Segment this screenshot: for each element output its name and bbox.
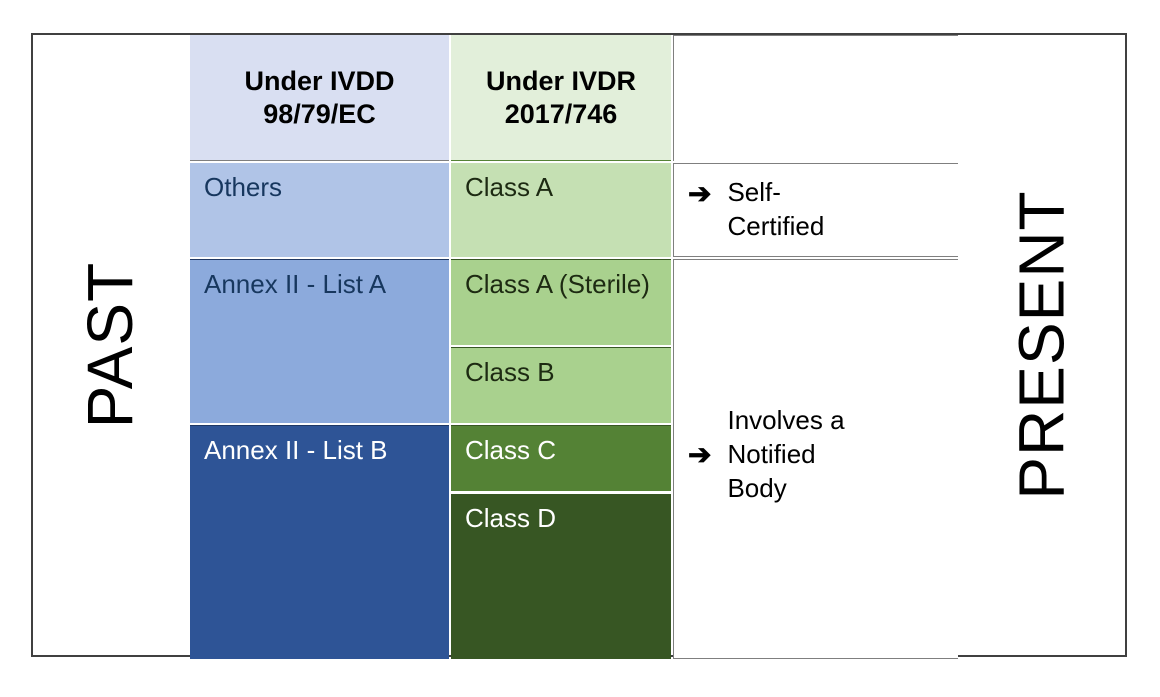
ivdr-header-line1: Under IVDR	[485, 65, 637, 96]
past-axis-label-text: PAST	[74, 261, 147, 429]
ivdr-cell-class-c-label: Class C	[465, 435, 557, 465]
ivdd-cell-others-label: Others	[204, 172, 283, 202]
ivdr-cell-class-b[interactable]: Class B	[451, 347, 671, 423]
ivdd-header-line1: Under IVDD	[244, 65, 395, 96]
ivdd-column-header: Under IVDD 98/79/EC	[190, 35, 449, 161]
comparison-grid: Under IVDD 98/79/EC Others Annex II - Li…	[190, 35, 958, 659]
ivdd-cell-annex-ii-list-a-label: Annex II - List A	[204, 269, 387, 299]
route-self-certified-line1: Self-	[727, 177, 781, 207]
present-axis-label: PRESENT	[958, 35, 1125, 655]
route-self-certified-line2: Certified	[727, 210, 825, 241]
ivdr-cell-class-a-sterile[interactable]: Class A (Sterile)	[451, 259, 671, 345]
ivdr-cell-class-a-sterile-label: Class A (Sterile)	[465, 269, 650, 299]
route-notified-body-line1: Involves a	[727, 405, 845, 436]
ivdr-header-line2: 2017/746	[504, 98, 618, 129]
ivdd-cell-annex-ii-list-a[interactable]: Annex II - List A	[190, 259, 449, 423]
arrow-right-icon: ➔	[688, 178, 712, 209]
ivdd-header-line2: 98/79/EC	[263, 98, 376, 129]
ivdr-cell-class-d-label: Class D	[465, 503, 557, 533]
route-notified-body-text: Involves a Notified Body	[727, 404, 948, 505]
route-notified-body-line3: Body	[727, 472, 787, 503]
ivdr-cell-class-d[interactable]: Class D	[451, 493, 671, 659]
ivdd-cell-annex-ii-list-b-label: Annex II - List B	[204, 435, 388, 465]
ivdd-cell-others[interactable]: Others	[190, 163, 449, 257]
ivdr-column-header: Under IVDR 2017/746	[451, 35, 671, 161]
present-axis-label-text: PRESENT	[1005, 190, 1078, 500]
route-column-header-empty	[673, 35, 958, 161]
ivdr-cell-class-c[interactable]: Class C	[451, 425, 671, 491]
ivdr-cell-class-b-label: Class B	[465, 357, 555, 387]
route-notified-body[interactable]: ➔ Involves a Notified Body	[673, 259, 958, 659]
route-notified-body-line2: Notified	[727, 439, 816, 470]
ivdr-cell-class-a[interactable]: Class A	[451, 163, 671, 257]
arrow-right-icon: ➔	[688, 439, 712, 470]
past-axis-label: PAST	[33, 35, 188, 655]
route-self-certified-text: Self- Certified	[727, 176, 948, 244]
ivdr-cell-class-a-label: Class A	[465, 172, 554, 202]
ivdd-cell-annex-ii-list-b[interactable]: Annex II - List B	[190, 425, 449, 659]
route-self-certified[interactable]: ➔ Self- Certified	[673, 163, 958, 257]
